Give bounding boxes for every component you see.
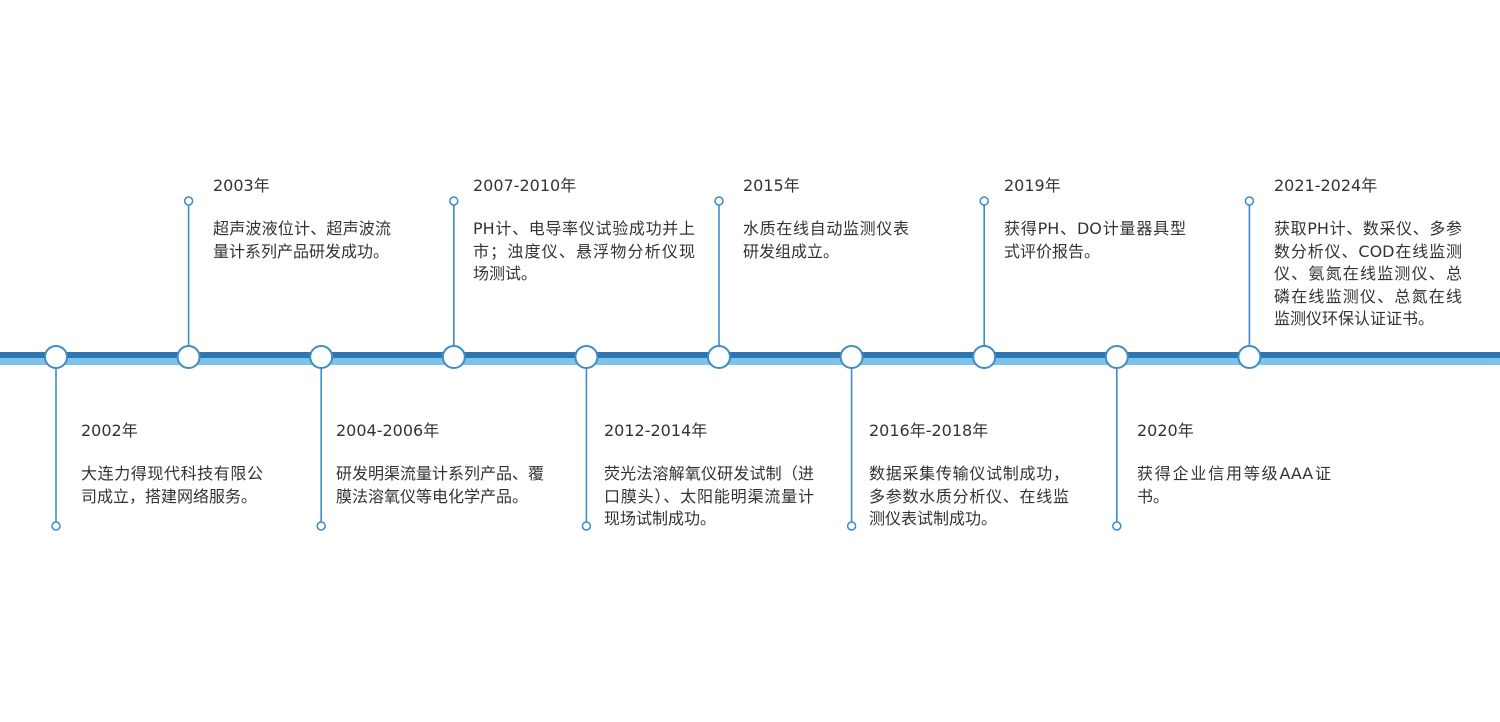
timeline-node — [441, 345, 466, 369]
timeline-node — [176, 345, 201, 369]
milestone-connector-tip — [51, 521, 61, 531]
milestone-connector-tip — [581, 521, 592, 531]
timeline-axis-dark — [0, 352, 1500, 358]
milestone-description: 获得PH、DO计量器具型式评价报告。 — [1004, 219, 1186, 261]
timeline-axis-light — [0, 357, 1500, 365]
milestone-description: 大连力得现代科技有限公司成立，搭建网络服务。 — [81, 464, 263, 506]
timeline-node — [1104, 345, 1129, 369]
milestone-year: 2003年 — [213, 176, 270, 195]
milestone-description: 荧光法溶解氧仪研发试制（进口膜头）、太阳能明渠流量计现场试制成功。 — [604, 464, 814, 528]
milestone-connector-tip — [183, 196, 194, 206]
milestone-description: 数据采集传输仪试制成功，多参数水质分析仪、在线监测仪表试制成功。 — [869, 464, 1069, 528]
milestone-connector-tip — [846, 521, 857, 531]
milestone-year: 2007-2010年 — [473, 176, 577, 195]
milestone-year: 2019年 — [1004, 176, 1061, 195]
milestone-connector-tip — [1244, 196, 1255, 206]
timeline-node — [972, 345, 997, 369]
milestone-connector-tip — [714, 196, 724, 206]
milestone-description: 超声波液位计、超声波流量计系列产品研发成功。 — [213, 219, 391, 261]
milestone-connector-tip — [979, 196, 989, 206]
milestone-year: 2020年 — [1137, 421, 1194, 440]
milestone-year: 2004-2006年 — [336, 421, 440, 440]
timeline-node — [44, 345, 68, 369]
milestone-year: 2015年 — [743, 176, 800, 195]
milestone-description: 获得企业信用等级AAA证书。 — [1137, 464, 1331, 506]
milestone-description: PH计、电导率仪试验成功并上市；浊度仪、悬浮物分析仪现场测试。 — [473, 219, 695, 283]
milestone-description: 水质在线自动监测仪表研发组成立。 — [743, 219, 909, 261]
milestone-connector-tip — [1112, 521, 1122, 531]
milestone-year: 2002年 — [81, 421, 138, 440]
milestone-connector-tip — [449, 196, 459, 206]
milestone-year: 2021-2024年 — [1274, 176, 1378, 195]
timeline-node — [574, 345, 599, 369]
timeline-node — [839, 345, 864, 369]
milestone-description: 研发明渠流量计系列产品、覆膜法溶氧仪等电化学产品。 — [336, 464, 545, 506]
milestone-year: 2012-2014年 — [604, 421, 708, 440]
milestone-connector-tip — [316, 521, 326, 531]
milestone-description: 获取PH计、数采仪、多参数分析仪、COD在线监测仪、氨氮在线监测仪、总磷在线监测… — [1274, 219, 1462, 328]
timeline-node — [1237, 345, 1262, 369]
timeline-node — [707, 345, 731, 369]
timeline-node — [309, 345, 334, 369]
milestone-year: 2016年-2018年 — [869, 421, 989, 440]
